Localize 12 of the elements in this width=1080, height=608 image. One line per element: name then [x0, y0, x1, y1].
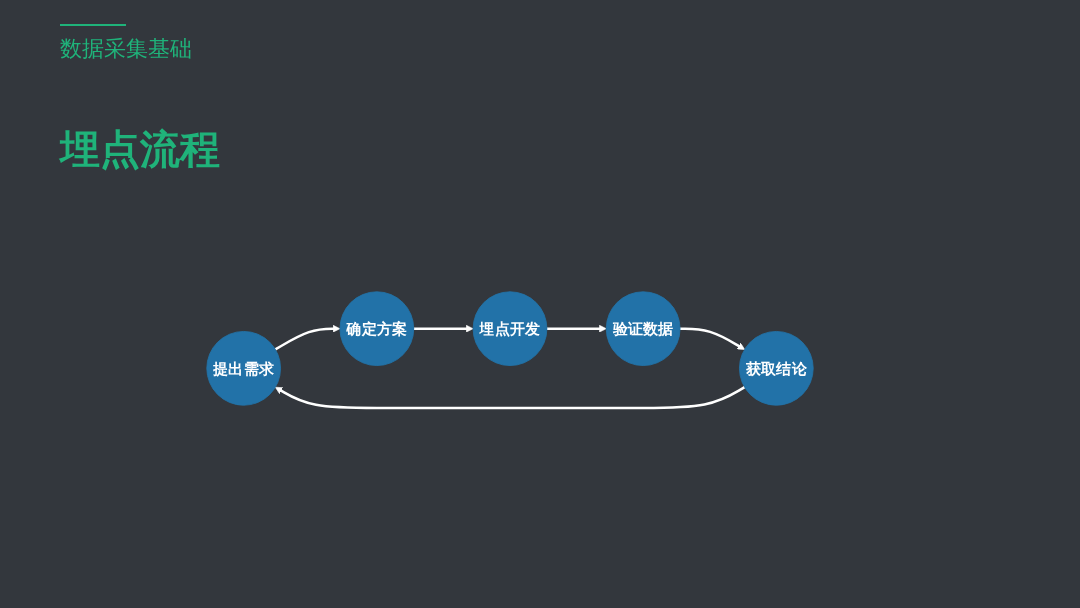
node-circle: 确定方案: [339, 291, 415, 367]
arrow: [680, 327, 745, 350]
section-label: 数据采集基础: [60, 35, 192, 63]
arrow: [546, 325, 607, 333]
node-circle: 验证数据: [605, 291, 681, 367]
arrow: [413, 325, 474, 333]
arrow: [275, 386, 746, 410]
node-circle: 提出需求: [206, 331, 281, 406]
arrow: [274, 325, 341, 351]
node-circle: 埋点开发: [472, 291, 548, 367]
node-circle: 获取结论: [739, 331, 814, 406]
slide-title: 埋点流程: [60, 125, 220, 174]
